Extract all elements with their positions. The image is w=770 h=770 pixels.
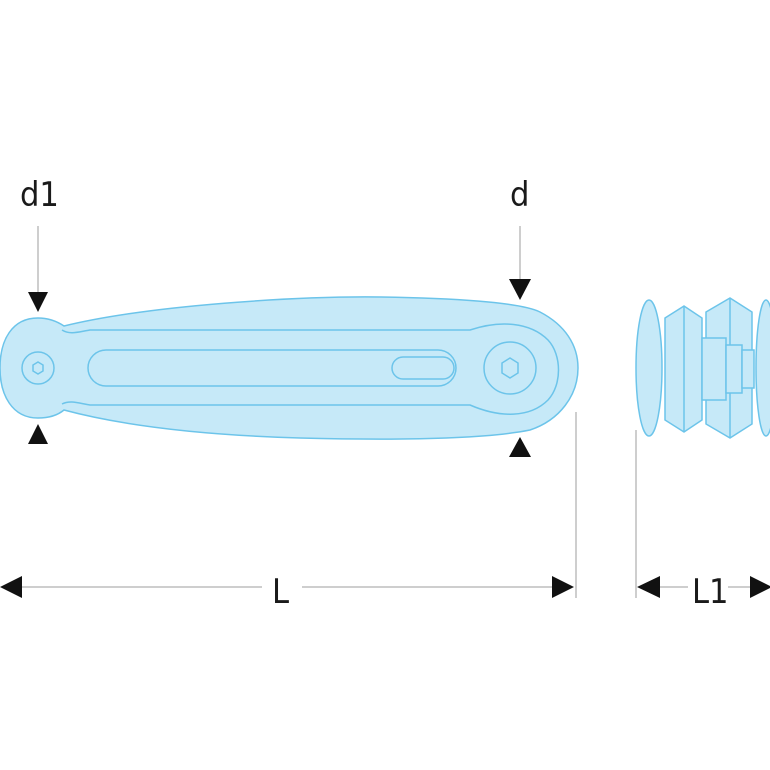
d-arrow-up-icon <box>509 437 531 457</box>
L1-arrow-left-icon <box>637 576 660 598</box>
handle-inner-outline <box>61 323 560 415</box>
pivot-hex <box>32 361 44 375</box>
L1-dimension: L1 <box>635 430 770 612</box>
hex-key-small-3 <box>741 349 755 389</box>
hex-key-small-2 <box>725 344 743 394</box>
L1-arrow-right-icon <box>750 576 770 598</box>
d-arrow-down-icon <box>509 279 531 300</box>
head-hex-socket-icon <box>501 357 519 379</box>
L-label: L <box>272 572 289 612</box>
end-plate-right <box>755 299 770 437</box>
hex-key-small-1 <box>701 337 727 401</box>
d1-label: d1 <box>20 175 59 215</box>
d-dimension: d <box>509 175 531 457</box>
handle-small-slot <box>391 356 455 380</box>
head-circle <box>483 341 537 395</box>
d1-dimension: d1 <box>20 175 59 444</box>
d-label: d <box>510 175 529 215</box>
d1-arrow-up-icon <box>28 424 48 444</box>
L-arrow-left-icon <box>0 576 22 598</box>
L1-label: L1 <box>692 572 729 612</box>
handle-body <box>0 296 579 440</box>
folding-key-end-view <box>635 297 770 439</box>
L-arrow-right-icon <box>552 576 574 598</box>
L-dimension: L <box>0 412 577 612</box>
folding-key-side-view <box>0 296 579 440</box>
pivot-circle <box>21 351 55 385</box>
handle-slot <box>87 349 457 387</box>
d1-arrow-down-icon <box>28 292 48 312</box>
end-plate-left <box>635 299 663 437</box>
